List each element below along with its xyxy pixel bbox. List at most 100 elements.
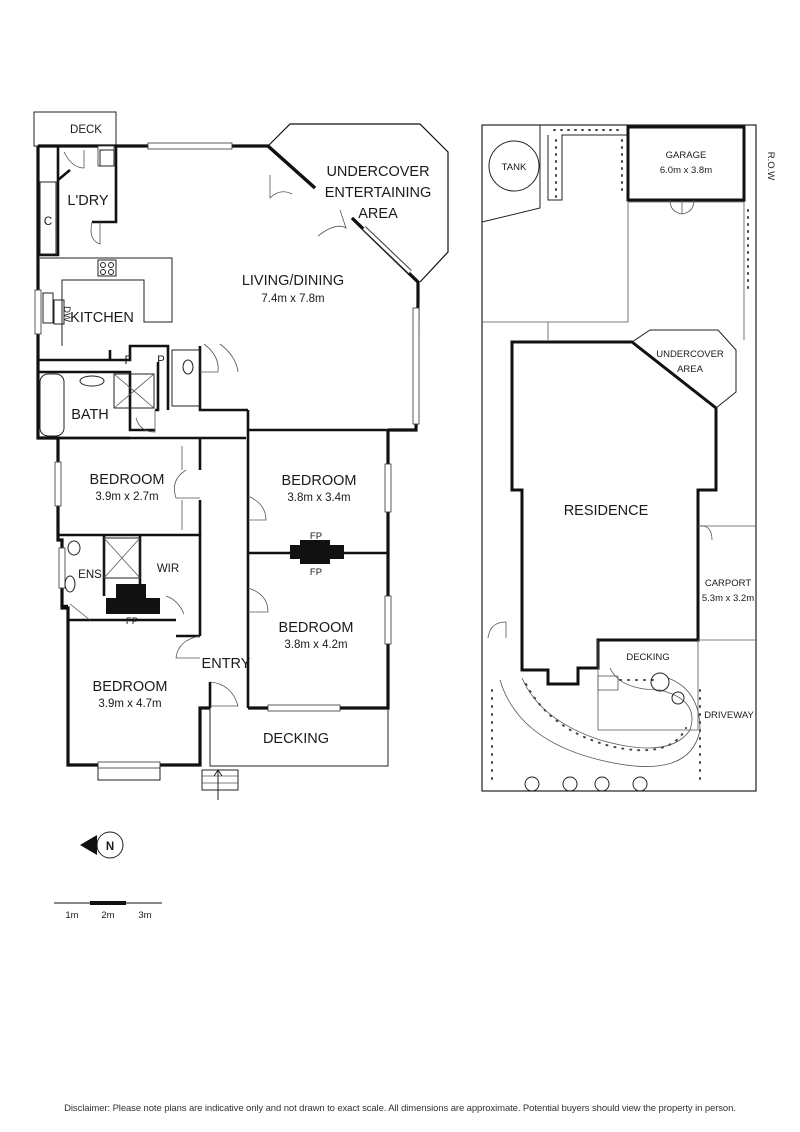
window — [384, 595, 392, 645]
tank-label: TANK — [502, 162, 527, 173]
side-gate — [487, 621, 507, 639]
window — [362, 226, 412, 274]
entry-label: ENTRY — [202, 656, 251, 672]
laundry-label: L'DRY — [67, 193, 109, 209]
window — [34, 289, 42, 335]
ensuite-basin — [64, 575, 76, 593]
fireplace-icon — [300, 540, 330, 564]
garage — [626, 125, 746, 202]
cupboard-label: C — [44, 216, 52, 228]
tree — [594, 776, 610, 792]
toilet-cubicle — [171, 349, 201, 407]
undercover-label: UNDERCOVER — [326, 164, 429, 180]
doors — [63, 150, 347, 707]
undercover-area-label: UNDERCOVER — [656, 349, 724, 360]
dishwasher — [53, 299, 65, 325]
wir-label: WIR — [157, 563, 179, 575]
front-decking — [209, 708, 389, 767]
garden-path — [499, 677, 701, 767]
basin — [79, 375, 105, 387]
garage-label: GARAGE — [666, 150, 707, 161]
window — [147, 142, 233, 150]
north-arrow-icon: N — [80, 831, 124, 859]
svg-text:3m: 3m — [138, 910, 151, 921]
toilet — [182, 359, 194, 375]
entry-arrow-head — [213, 769, 223, 777]
window — [97, 761, 161, 769]
site-undercover — [631, 329, 737, 409]
burner — [100, 262, 106, 268]
shower — [113, 373, 155, 409]
window — [58, 547, 66, 589]
carport-door — [697, 525, 713, 541]
lot-boundary — [481, 124, 757, 792]
front-steps — [201, 769, 239, 791]
garage-door — [669, 199, 695, 215]
kitchen-bench — [40, 257, 173, 346]
svg-text:N: N — [106, 841, 114, 853]
residence — [510, 340, 718, 686]
ensuite-toilet — [67, 540, 81, 556]
svg-text:1m: 1m — [65, 910, 78, 921]
floor-plan: DECK L'DRY C UNDERCOVER ENTERTAINING ARE… — [33, 111, 449, 921]
scale-bar: 1m 2m 3m — [54, 901, 162, 921]
living-label: LIVING/DINING — [242, 273, 344, 289]
svg-text:2m: 2m — [101, 910, 114, 921]
residence-label: RESIDENCE — [564, 503, 649, 519]
burner — [108, 262, 114, 268]
bedroom-1-label: BEDROOM — [90, 472, 165, 488]
rear-yard-lines — [482, 201, 745, 340]
window — [267, 704, 341, 712]
tree — [671, 691, 685, 705]
rear-path — [481, 125, 628, 223]
window — [54, 461, 62, 507]
ensuite-label: ENS — [78, 569, 102, 581]
cupboard-c — [39, 181, 57, 255]
bedroom-3-label: BEDROOM — [279, 620, 354, 636]
bedroom-4-label: BEDROOM — [93, 679, 168, 695]
burner — [100, 269, 106, 275]
undercover-entertaining-area — [267, 123, 449, 283]
bathtub — [39, 373, 65, 437]
sink — [42, 292, 54, 324]
bedroom-1-dims: 3.9m x 2.7m — [95, 491, 158, 503]
carport-area — [597, 525, 756, 731]
window — [384, 463, 392, 513]
undercover-label: ENTERTAINING — [325, 185, 432, 201]
rear-planter-dots — [553, 129, 749, 291]
bedroom-2-label: BEDROOM — [282, 473, 357, 489]
carport-label: CARPORT — [705, 578, 751, 589]
kitchen-label: KITCHEN — [70, 310, 134, 326]
bay-window — [97, 765, 161, 781]
bedroom-3-dims: 3.8m x 4.2m — [284, 639, 347, 651]
decking-label: DECKING — [263, 731, 329, 747]
site-steps — [597, 675, 619, 691]
site-plan: TANK GARAGE 6.0m x 3.8m R.O.W UNDERCOVER… — [481, 124, 776, 792]
fireplace-label: FP — [126, 616, 138, 627]
undercover-label: AREA — [358, 206, 398, 222]
ensuite-shower — [103, 537, 141, 579]
shower-cross — [113, 373, 155, 409]
pantry-label: P — [157, 355, 165, 367]
burner — [108, 269, 114, 275]
fireplace-icon — [116, 584, 146, 600]
garage-dims: 6.0m x 3.8m — [660, 165, 712, 176]
driveway-label: DRIVEWAY — [704, 710, 754, 721]
bath-label: BATH — [71, 407, 109, 423]
tank — [488, 140, 540, 192]
cooktop — [97, 259, 117, 277]
bedroom-2-dims: 3.8m x 3.4m — [287, 492, 350, 504]
fireplace-label: FP — [310, 531, 322, 542]
site-decking-label: DECKING — [626, 652, 669, 663]
bedroom1-wall — [58, 436, 202, 535]
bedroom-4-dims: 3.9m x 4.7m — [98, 698, 161, 710]
living-wall-top — [266, 144, 317, 190]
tree — [632, 776, 648, 792]
fridge-label: F — [124, 355, 131, 367]
garden-path — [521, 667, 693, 749]
living-dims: 7.4m x 7.8m — [261, 293, 324, 305]
window — [412, 307, 420, 425]
fireplace-icon — [106, 598, 160, 614]
exterior-walls — [36, 144, 420, 767]
